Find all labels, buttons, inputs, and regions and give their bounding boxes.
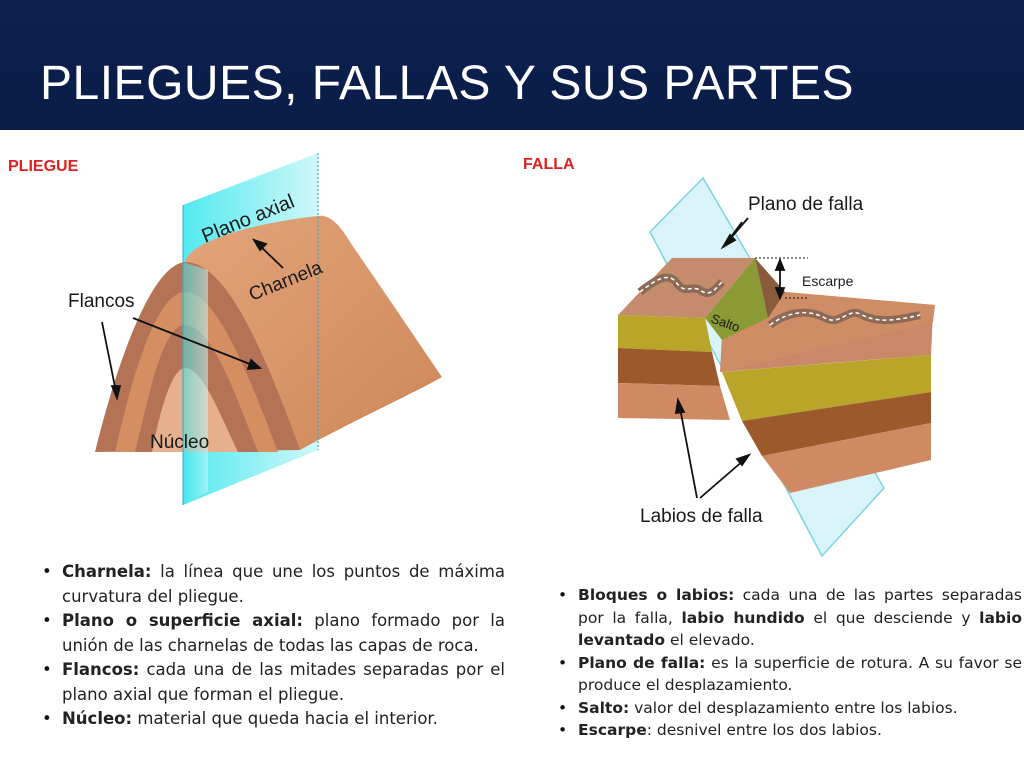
definition-term: Plano o superficie axial: — [62, 611, 303, 630]
definition-text: cada una de las partes separadas por la … — [578, 586, 1022, 627]
definition-text: valor del desplazamiento entre los labio… — [629, 698, 958, 717]
fold-section-label: PLIEGUE — [8, 158, 79, 175]
definition-text: cada una de las mitades separadas por el… — [62, 660, 505, 704]
scarp-face — [705, 258, 768, 340]
scarp-shadow — [755, 258, 785, 318]
plano-de-falla-label: Plano de falla — [748, 194, 864, 215]
definition-text: la línea que une los puntos de máxima cu… — [62, 562, 505, 606]
definition-term: Núcleo: — [62, 709, 133, 728]
page-title: PLIEGUES, FALLAS Y SUS PARTES — [40, 57, 854, 110]
list-item: Charnela: la línea que une los puntos de… — [40, 560, 505, 609]
definition-text: el que desciende y — [804, 608, 980, 627]
definition-text: : desnivel entre los dos labios. — [646, 721, 882, 739]
fold-arrows — [101, 238, 284, 401]
list-item: Bloques o labios: cada una de las partes… — [556, 584, 1022, 652]
definition-term: Salto: — [578, 698, 630, 717]
plane-arrow-line — [723, 217, 749, 247]
definition-text: es la superficie de rotura. A su favor s… — [578, 653, 1022, 695]
list-item: Núcleo: material que queda hacia el inte… — [40, 707, 505, 732]
labios-de-falla-label: Labios de falla — [640, 506, 763, 527]
fault-section-label: FALLA — [523, 156, 575, 173]
list-item: Plano de falla: es la superficie de rotu… — [556, 652, 1022, 697]
definition-term: Charnela: — [62, 562, 152, 581]
definition-term: Escarpe — [578, 721, 647, 739]
fault-definitions: Bloques o labios: cada una de las partes… — [556, 584, 1022, 742]
nucleo-label: Núcleo — [150, 432, 209, 453]
definition-text: plano formado por la unión de las charne… — [62, 611, 505, 655]
definition-term: labio levantado — [578, 608, 1022, 650]
axial-plane-front — [183, 262, 208, 505]
list-item: Salto: valor del desplazamiento entre lo… — [556, 697, 1022, 720]
definition-term: Bloques o labios: — [578, 586, 735, 604]
left-block-yellow — [618, 315, 712, 352]
title-bar: PLIEGUES, FALLAS Y SUS PARTES — [0, 0, 1024, 133]
definition-text: el elevado. — [665, 631, 755, 649]
left-block-bottom — [618, 383, 730, 420]
flancos-label: Flancos — [68, 291, 135, 312]
fold-definitions: Charnela: la línea que une los puntos de… — [40, 560, 505, 732]
left-block-brown — [618, 348, 720, 386]
road-right-dash — [769, 311, 921, 326]
definition-term: Flancos: — [62, 660, 140, 679]
definition-term: Plano de falla: — [578, 653, 706, 672]
fault-arrows — [674, 221, 786, 499]
right-block-bottom — [762, 423, 931, 493]
title-rule — [0, 130, 1024, 133]
fault-diagram: Plano de falla Escarpe Salto Labios de f… — [618, 176, 935, 558]
definition-text: material que queda hacia el interior. — [132, 709, 438, 728]
road-left-dash — [639, 276, 723, 294]
right-block-face — [722, 292, 935, 372]
right-block-yellow — [722, 355, 931, 421]
escarpe-label: Escarpe — [802, 273, 854, 289]
fold-diagram: Plano axial Charnela Flancos Núcleo — [68, 153, 442, 505]
right-block-brown — [742, 392, 931, 456]
definition-term: labio hundido — [681, 608, 805, 627]
list-item: Plano o superficie axial: plano formado … — [40, 609, 505, 658]
list-item: Flancos: cada una de las mitades separad… — [40, 658, 505, 707]
list-item: Escarpe: desnivel entre los dos labios. — [556, 719, 1022, 742]
